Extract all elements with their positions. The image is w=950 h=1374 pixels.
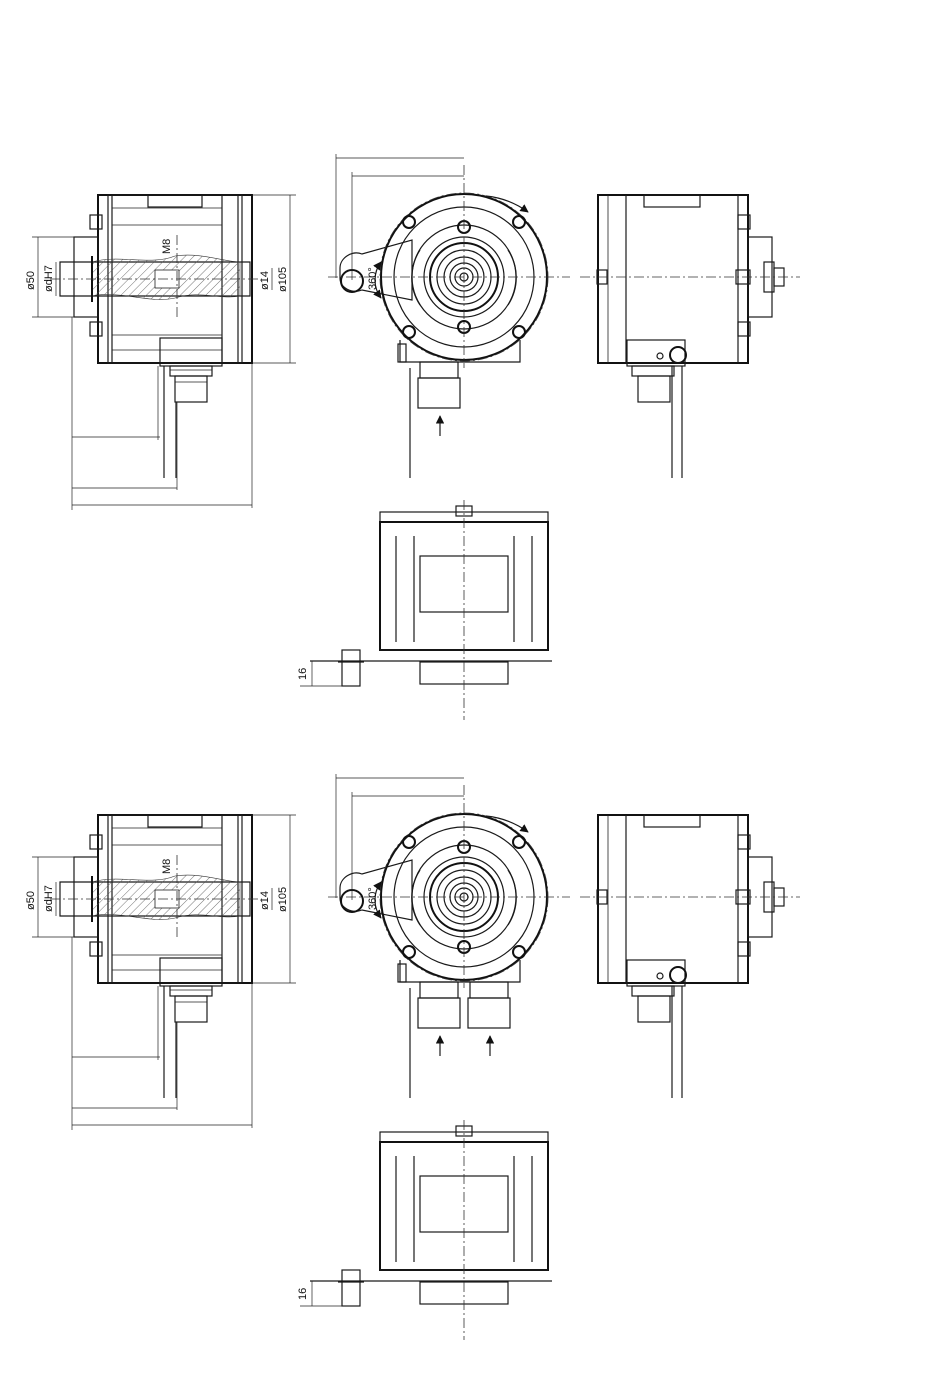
label-d14: ø14 <box>259 271 271 290</box>
right-view-top <box>580 195 800 478</box>
front-connectors-bottom <box>418 982 510 1056</box>
label-dH7: ødH7 <box>43 885 55 912</box>
label-dH7: ødH7 <box>43 265 55 292</box>
front-view-top <box>328 154 570 478</box>
label-angle: 360° <box>367 887 379 910</box>
front-view-bottom <box>328 774 570 1098</box>
label-d50: ø50 <box>25 271 37 290</box>
label-d105: ø105 <box>277 887 289 912</box>
label-16: 16 <box>297 1288 309 1300</box>
label-angle: 360° <box>367 267 379 290</box>
label-d105: ø105 <box>277 267 289 292</box>
label-d50: ø50 <box>25 891 37 910</box>
label-m8: M8 <box>161 859 173 874</box>
bottom-view-top <box>300 500 552 720</box>
right-view-bottom <box>580 815 800 1098</box>
label-m8: M8 <box>161 239 173 254</box>
bottom-view-bottom <box>300 1120 552 1340</box>
label-d14: ø14 <box>259 891 271 910</box>
front-connector-top <box>418 362 460 436</box>
label-16: 16 <box>297 668 309 680</box>
